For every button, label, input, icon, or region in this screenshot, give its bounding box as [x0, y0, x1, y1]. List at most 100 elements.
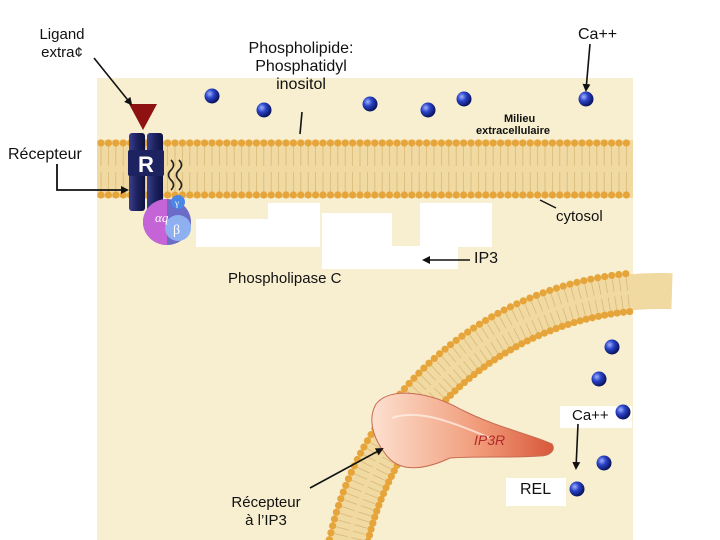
lipid-head: [119, 139, 127, 147]
lipid-head: [436, 350, 444, 358]
lipid-head: [104, 191, 112, 199]
lipid-head: [512, 343, 520, 351]
calcium-ion: [591, 371, 607, 387]
lipid-head: [349, 139, 357, 147]
gamma-subunit-label: γ: [174, 198, 179, 208]
calcium-ion: [456, 91, 472, 107]
lipid-head: [371, 139, 379, 147]
lipid-head: [500, 306, 508, 314]
lipid-head: [326, 191, 334, 199]
lipid-head: [475, 367, 483, 375]
recepteur-ip3-label-line1: Récepteur: [231, 494, 301, 511]
plasma-membrane: [97, 139, 633, 199]
lipid-head: [337, 495, 345, 503]
lipid-head: [529, 334, 537, 342]
rel-label: REL: [520, 481, 552, 498]
lipid-head: [452, 139, 460, 147]
mask-patch: [196, 219, 320, 247]
lipid-head: [608, 191, 616, 199]
lipid-head: [379, 489, 388, 498]
lipid-head: [260, 191, 268, 199]
lipid-head: [297, 191, 305, 199]
lipid-head: [360, 443, 368, 451]
phospholipide-label-line2: Phosphatidyl: [255, 58, 347, 75]
lipid-head: [482, 139, 490, 147]
lipid-head: [347, 468, 355, 476]
lipid-head: [332, 508, 341, 516]
lipid-head: [460, 191, 468, 199]
lipid-head: [325, 536, 333, 540]
lipid-head: [326, 139, 334, 147]
lipid-head: [578, 191, 586, 199]
mask-patch: [560, 406, 632, 428]
mask-patch: [420, 203, 492, 247]
lipid-head: [546, 286, 554, 295]
lipid-head: [405, 379, 413, 388]
ca-bottom-arrow: [572, 423, 581, 470]
lipid-head: [446, 341, 455, 349]
lipid-head: [490, 356, 499, 364]
cytosol-pointer: [539, 199, 557, 209]
ligand-arrow: [93, 57, 133, 106]
lipid-head: [615, 270, 623, 279]
lipid-head: [541, 139, 549, 147]
lipid-head: [252, 191, 260, 199]
recepteur-label: Récepteur: [8, 146, 82, 163]
lipid-head: [556, 191, 564, 199]
lipid-head: [451, 387, 459, 395]
lipid-head: [622, 191, 631, 199]
lipid-head: [563, 191, 571, 199]
lipid-head: [469, 324, 478, 332]
lipid-head: [371, 513, 379, 521]
lipid-head: [415, 139, 423, 147]
lipid-head: [97, 191, 105, 199]
lipid-head: [230, 191, 238, 199]
lipid-head: [626, 307, 634, 316]
lipid-head: [367, 525, 375, 533]
lipid-head: [164, 139, 172, 147]
lipid-head: [430, 191, 438, 199]
lipid-head: [594, 312, 603, 320]
lipid-head: [373, 507, 381, 515]
ca-top-arrow: [582, 43, 591, 92]
lipid-head: [223, 139, 231, 147]
lipid-head: [546, 327, 554, 335]
lipid-head: [489, 139, 497, 147]
lipid-head: [464, 328, 472, 336]
lipid-head: [230, 139, 238, 147]
calcium-ion: [615, 404, 631, 420]
calcium-ions: [204, 88, 631, 497]
lipid-head: [238, 139, 246, 147]
lipid-head: [334, 501, 343, 510]
lipid-head: [608, 271, 616, 280]
lipid-head: [367, 431, 375, 439]
lipid-head: [445, 139, 453, 147]
alpha-subunit-label: αq: [155, 210, 169, 225]
lipid-head: [334, 139, 342, 147]
ca-bottom-label: Ca++: [572, 407, 609, 424]
lipid-head: [341, 139, 349, 147]
ca-top-label: Ca++: [578, 26, 618, 43]
lipid-head: [215, 139, 223, 147]
lipid-head: [356, 139, 364, 147]
calcium-ion: [256, 102, 272, 118]
lipid-head: [423, 139, 431, 147]
lipid-head: [608, 139, 616, 147]
lipid-head: [460, 139, 468, 147]
lipid-head: [558, 322, 566, 331]
mask-patch: [506, 478, 566, 506]
lipid-head: [437, 191, 445, 199]
lipid-head: [423, 191, 431, 199]
lipid-head: [386, 191, 394, 199]
recepteur-ip3-label: Récepteur à l’IP3: [218, 494, 314, 530]
lipid-head: [390, 467, 398, 475]
lipid-head: [385, 478, 393, 486]
calcium-ion: [604, 339, 620, 355]
lipid-head: [452, 191, 460, 199]
lipid-head: [393, 191, 401, 199]
lipid-head: [267, 191, 275, 199]
lipid-head: [350, 462, 358, 470]
lipid-head: [601, 311, 609, 319]
lipid-head: [245, 139, 253, 147]
lipid-head: [526, 139, 534, 147]
